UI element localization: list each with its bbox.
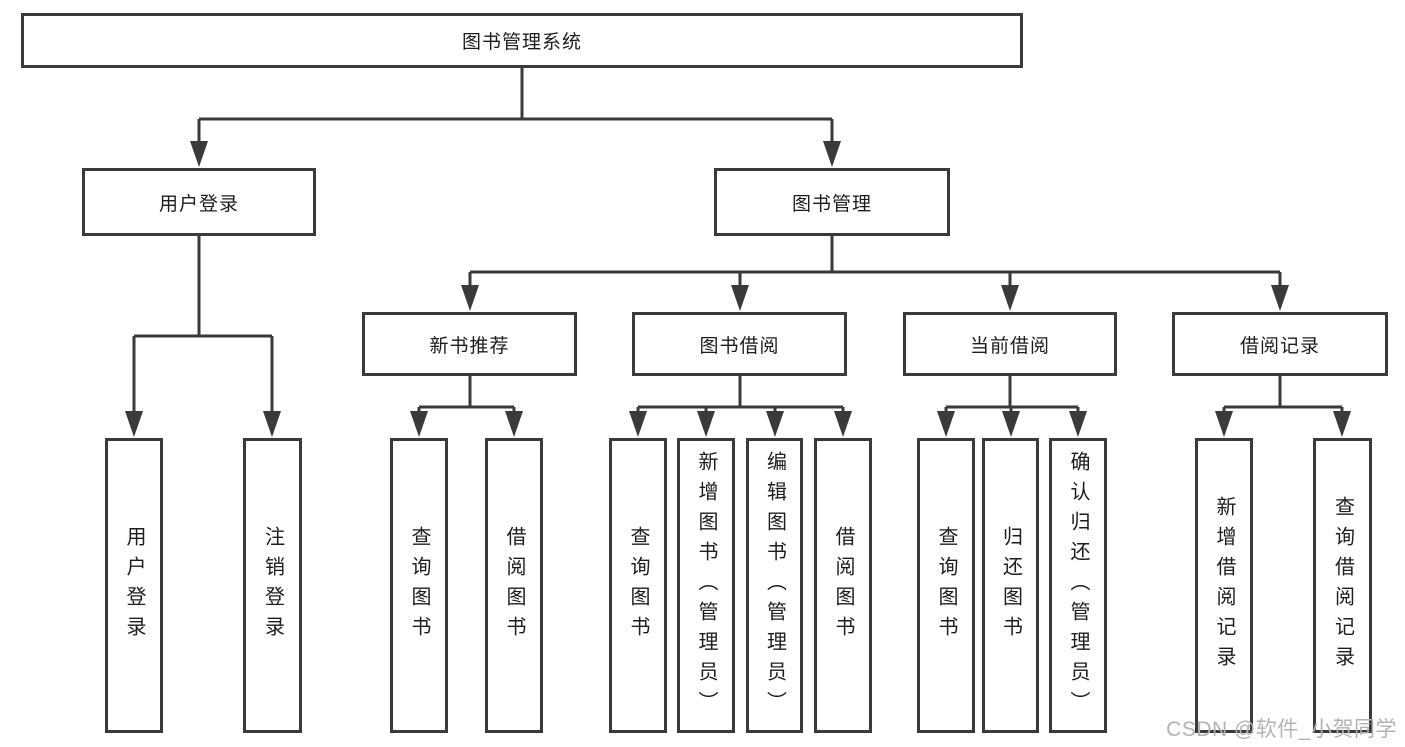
leaf-confirm-return-admin: 确认归还（管理员） — [1049, 438, 1107, 733]
node-book-management: 图书管理 — [714, 168, 950, 236]
arrowhead-icon — [1271, 285, 1289, 311]
arrowhead-icon — [629, 411, 647, 437]
node-borrowing-records: 借阅记录 — [1172, 312, 1388, 376]
arrowhead-icon — [697, 411, 715, 437]
connector-user-login-children — [132, 236, 274, 420]
node-user-login: 用户登录 — [82, 168, 316, 236]
arrowhead-icon — [766, 411, 784, 437]
leaf-borrow-books: 借阅图书 — [814, 438, 872, 733]
connector-root-to-level2 — [197, 68, 834, 146]
arrowhead-icon — [125, 411, 143, 437]
leaf-logout: 注销登录 — [243, 438, 302, 733]
leaf-return-books: 归还图书 — [982, 438, 1039, 733]
node-root-system: 图书管理系统 — [21, 13, 1023, 68]
arrowhead-icon — [823, 141, 841, 167]
node-new-book-recommend: 新书推荐 — [362, 312, 577, 376]
leaf-user-login: 用户登录 — [105, 438, 163, 733]
arrowhead-icon — [190, 141, 208, 167]
arrowhead-icon — [834, 411, 852, 437]
arrowhead-icon — [410, 411, 428, 437]
leaf-query-borrow-record: 查询借阅记录 — [1313, 438, 1372, 733]
arrowhead-icon — [1215, 411, 1233, 437]
leaf-borrowing-query-books: 查询图书 — [609, 438, 667, 733]
arrowheads — [125, 141, 1351, 437]
connector-book-borrowing-children — [636, 376, 845, 420]
arrowhead-icon — [505, 411, 523, 437]
leaf-recommend-borrow-books: 借阅图书 — [485, 438, 543, 733]
connector-borrowing-records-children — [1222, 376, 1344, 420]
arrowhead-icon — [1333, 411, 1351, 437]
arrowhead-icon — [1002, 411, 1020, 437]
arrowhead-icon — [731, 285, 749, 311]
arrowhead-icon — [937, 411, 955, 437]
connector-book-management-children — [468, 236, 1282, 295]
leaf-add-books-admin: 新增图书（管理员） — [677, 438, 735, 733]
node-book-borrowing: 图书借阅 — [632, 312, 847, 376]
arrowhead-icon — [1001, 285, 1019, 311]
leaf-recommend-query-books: 查询图书 — [390, 438, 448, 733]
arrowhead-icon — [1069, 411, 1087, 437]
arrowhead-icon — [263, 411, 281, 437]
leaf-edit-books-admin: 编辑图书（管理员） — [746, 438, 803, 733]
arrowhead-icon — [461, 285, 479, 311]
connector-new-book-recommend-children — [417, 376, 516, 420]
leaf-current-query-books: 查询图书 — [917, 438, 975, 733]
node-current-borrowing: 当前借阅 — [903, 312, 1117, 376]
leaf-add-borrow-record: 新增借阅记录 — [1195, 438, 1253, 733]
